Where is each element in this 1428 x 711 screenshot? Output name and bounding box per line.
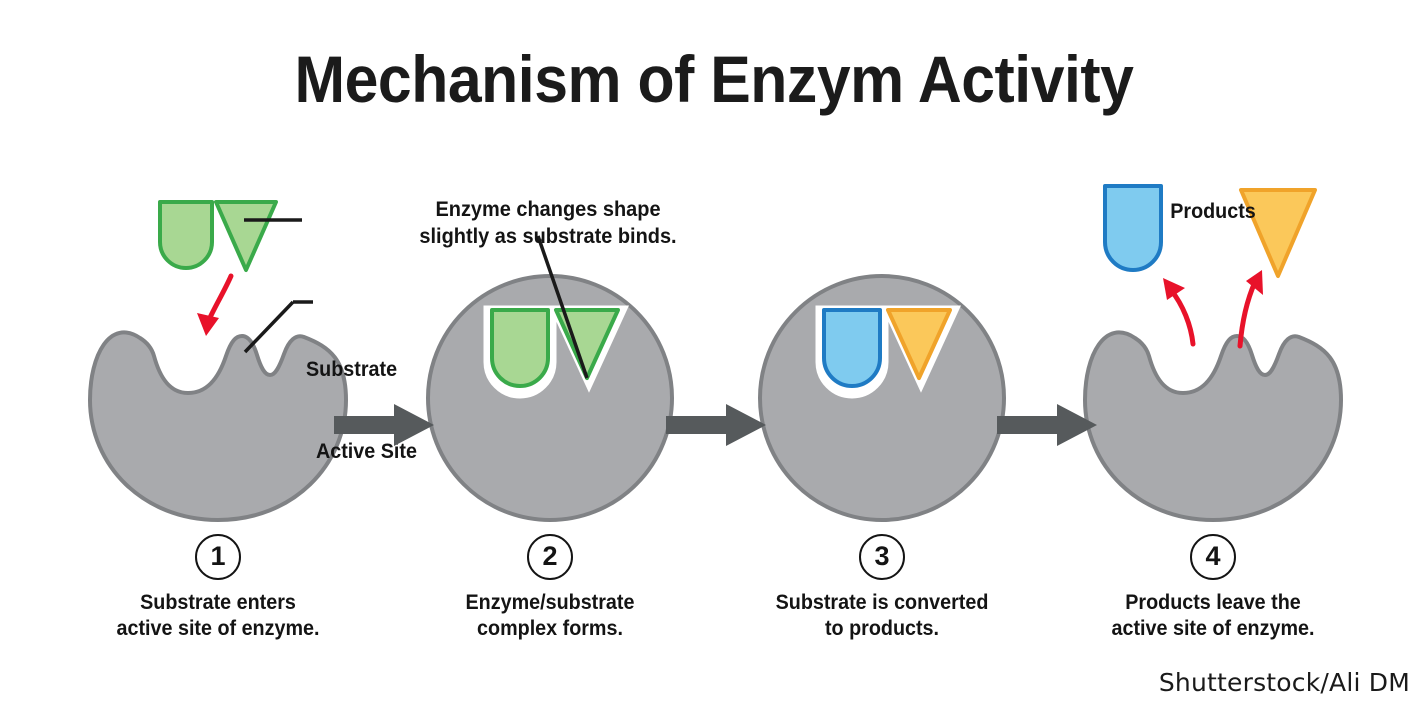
caption-line-2: active site of enzyme. — [1111, 617, 1315, 640]
transition-arrow-1-to-2 — [334, 404, 434, 446]
step-2-illustration — [426, 235, 674, 522]
substrate-triangle-shape — [214, 200, 278, 272]
step-caption-2: Enzyme/substrate complex forms. — [390, 590, 710, 642]
step-number-badge: 1 — [195, 534, 241, 580]
step-panel-3 — [712, 150, 1052, 550]
substrate-u-shape — [158, 200, 214, 270]
caption-line-2: to products. — [824, 617, 940, 640]
label-substrate: Substrate — [306, 358, 398, 381]
caption-line-1: Substrate enters — [140, 591, 296, 614]
substrate-triangle-shape — [554, 308, 620, 380]
substrate-u-shape — [490, 308, 550, 388]
annotation-line-2: slightly as substrate binds. — [419, 225, 677, 248]
annotation-leader-line — [536, 235, 589, 379]
substrate-entry-arrow — [197, 273, 234, 336]
step-caption-3: Substrate is converted to products. — [722, 590, 1042, 642]
product-blue-u-shape — [822, 308, 882, 388]
step-number-1: 1 — [48, 534, 388, 580]
step-3-illustration — [758, 274, 1006, 522]
product-release-arrow-right — [1237, 270, 1263, 349]
annotation-enzyme-changes-shape: Enzyme changes shape slightly as substra… — [349, 196, 748, 250]
step-number-3: 3 — [712, 534, 1052, 580]
step-caption-4: Products leave the active site of enzyme… — [1053, 590, 1373, 642]
product-release-arrow-left — [1163, 278, 1196, 347]
enzyme-shape — [88, 330, 348, 522]
step-caption-1: Substrate enters active site of enzyme. — [58, 590, 378, 642]
label-products: Products — [1170, 200, 1256, 223]
step-number-badge: 2 — [527, 534, 573, 580]
step-number-badge: 4 — [1190, 534, 1236, 580]
step-number-4: 4 — [1043, 534, 1383, 580]
credit-watermark: Shutterstock/Ali DM — [1158, 668, 1410, 697]
caption-line-1: Substrate is converted — [775, 591, 989, 614]
active-site-leader-line — [243, 300, 295, 354]
caption-line-1: Products leave the — [1125, 591, 1301, 614]
caption-line-1: Enzyme/substrate — [465, 591, 635, 614]
caption-line-2: complex forms. — [477, 617, 623, 640]
product-orange-triangle-shape — [886, 308, 952, 380]
label-active-site: Active Site — [316, 440, 417, 463]
annotation-line-1: Enzyme changes shape — [435, 198, 661, 221]
enzyme-shape — [1083, 330, 1343, 522]
step-number-badge: 3 — [859, 534, 905, 580]
product-blue-u-shape — [1103, 184, 1163, 272]
step-panel-4: Products — [1043, 150, 1383, 550]
page-title: Mechanism of Enzym Activity — [294, 42, 1134, 116]
step-panel-2 — [380, 150, 720, 550]
caption-line-2: active site of enzyme. — [116, 617, 320, 640]
step-1-illustration — [88, 200, 348, 522]
step-4-illustration — [1083, 184, 1343, 522]
transition-arrow-2-to-3 — [666, 404, 766, 446]
step-number-2: 2 — [380, 534, 720, 580]
product-orange-triangle-shape — [1239, 188, 1317, 278]
step-panel-1: Substrate Active Site — [48, 150, 417, 550]
transition-arrow-3-to-4 — [997, 404, 1097, 446]
